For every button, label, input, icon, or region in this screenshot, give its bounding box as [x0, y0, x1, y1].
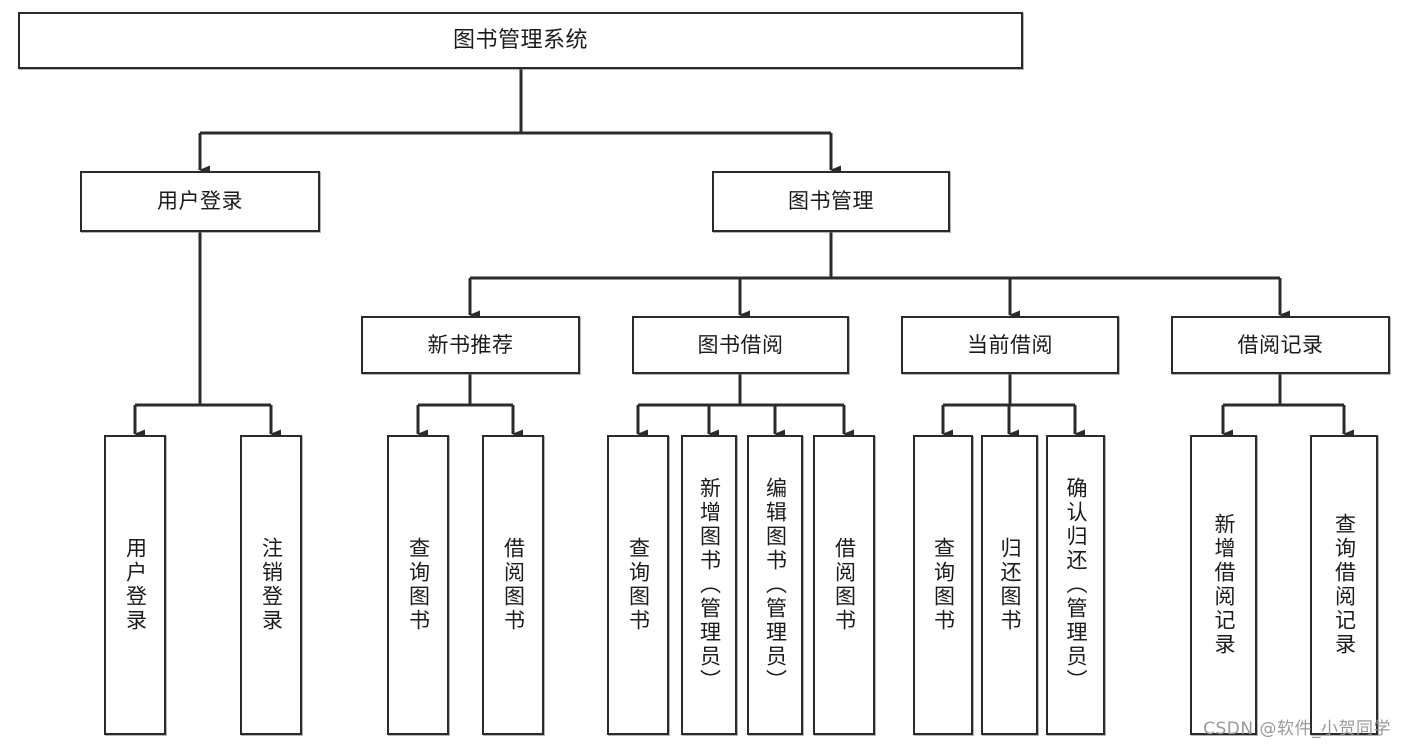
node-label: 图书管理系统: [452, 27, 588, 53]
node-leaf-return-book[interactable]: 归还图书: [981, 435, 1038, 735]
node-label: 查询图书: [626, 537, 651, 633]
node-label: 新增借阅记录: [1212, 513, 1236, 657]
node-label: 新书推荐: [427, 332, 514, 357]
node-leaf-add-record[interactable]: 新增借阅记录: [1190, 435, 1257, 735]
node-leaf-edit-book[interactable]: 编辑图书（管理员）: [747, 435, 803, 735]
node-current-borrow[interactable]: 当前借阅: [901, 316, 1119, 374]
node-user-login[interactable]: 用户登录: [80, 171, 320, 232]
node-label: 图书管理: [788, 189, 874, 214]
node-label: 查询图书: [406, 537, 431, 633]
csdn-watermark: CSDN @软件_小贺同学: [1203, 719, 1391, 739]
node-leaf-borrow-book-1[interactable]: 借阅图书: [482, 435, 544, 735]
node-leaf-query-book-2[interactable]: 查询图书: [607, 435, 669, 735]
node-leaf-borrow-book-2[interactable]: 借阅图书: [813, 435, 875, 735]
node-new-book-recommend[interactable]: 新书推荐: [361, 316, 580, 374]
node-leaf-query-record[interactable]: 查询借阅记录: [1310, 435, 1378, 735]
node-leaf-query-book-3[interactable]: 查询图书: [913, 435, 973, 735]
node-label: 借阅图书: [501, 537, 526, 633]
node-label: 当前借阅: [967, 332, 1053, 357]
node-book-manage[interactable]: 图书管理: [712, 171, 950, 232]
node-leaf-add-book[interactable]: 新增图书（管理员）: [681, 435, 737, 735]
node-book-borrow[interactable]: 图书借阅: [632, 316, 849, 374]
node-label: 图书借阅: [697, 332, 784, 357]
node-label: 用户登录: [123, 537, 148, 633]
node-label: 查询借阅记录: [1332, 513, 1357, 657]
node-label: 借阅记录: [1237, 332, 1324, 357]
node-leaf-confirm-return[interactable]: 确认归还（管理员）: [1046, 435, 1105, 735]
node-leaf-logout[interactable]: 注销登录: [240, 435, 302, 735]
node-label: 用户登录: [157, 189, 243, 214]
node-label: 查询图书: [931, 537, 956, 633]
node-borrow-record[interactable]: 借阅记录: [1171, 316, 1390, 374]
node-label: 新增图书（管理员）: [697, 477, 722, 693]
node-label: 借阅图书: [832, 537, 857, 633]
node-label: 注销登录: [259, 537, 284, 633]
node-label: 确认归还（管理员）: [1064, 477, 1088, 693]
node-root-system[interactable]: 图书管理系统: [18, 12, 1023, 69]
node-label: 编辑图书（管理员）: [763, 477, 788, 693]
node-label: 归还图书: [998, 537, 1022, 633]
node-leaf-query-book-1[interactable]: 查询图书: [387, 435, 449, 735]
node-leaf-user-login[interactable]: 用户登录: [104, 435, 166, 735]
